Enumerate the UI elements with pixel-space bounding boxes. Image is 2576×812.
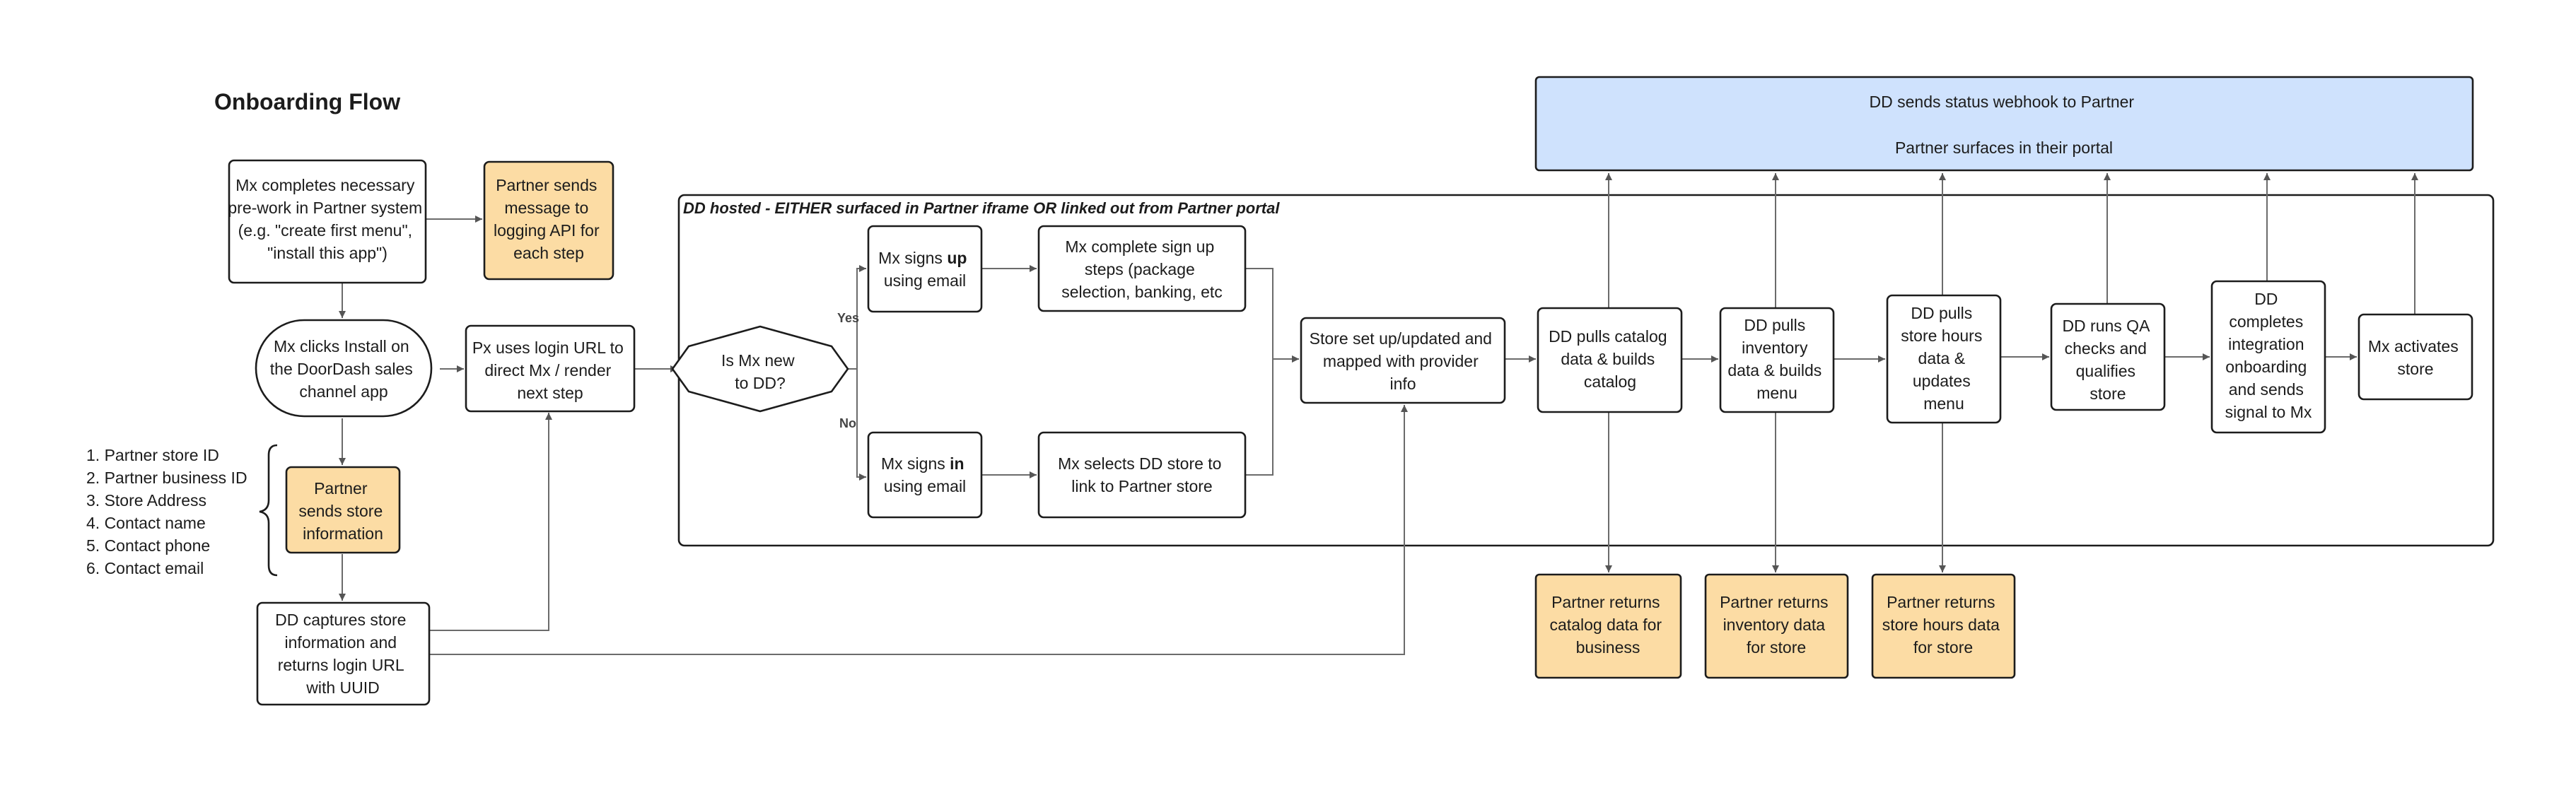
node-px-login: Px uses login URL to direct Mx / render … (465, 324, 636, 413)
node-dd-catalog: DD pulls catalog data & builds catalog (1537, 307, 1683, 413)
node-partner-hours-text: Partner returns store hours data for sto… (1882, 593, 2005, 657)
node-partner-store-info-text: Partner sends store information (298, 479, 387, 543)
node-webhook: DD sends status webhook to Partner Partn… (1534, 76, 2474, 172)
node-store-setup-text: Store set up/updated and mapped with pro… (1310, 329, 1497, 393)
store-field-item: 2. Partner business ID (86, 469, 247, 487)
node-mx-signs-up-text: Mx signs up using email (878, 249, 972, 290)
node-partner-logging-text: Partner sends message to logging API for… (494, 176, 604, 262)
node-mx-prework: Mx completes necessary pre-work in Partn… (228, 159, 427, 284)
dd-hosted-container-title: DD hosted - EITHER surfaced in Partner i… (683, 199, 1280, 217)
node-signup-steps: Mx complete sign up steps (package selec… (1037, 225, 1247, 312)
node-dd-inventory: DD pulls inventory data & builds menu (1719, 307, 1835, 413)
edge-select-to-setup (1245, 355, 1299, 476)
node-mx-activates-text: Mx activates store (2368, 337, 2463, 378)
node-selects-store: Mx selects DD store to link to Partner s… (1037, 431, 1247, 519)
node-mx-install-text: Mx clicks Install on the DoorDash sales … (270, 337, 417, 401)
store-fields-brace (259, 444, 278, 577)
edge-label-no: No (839, 416, 856, 430)
node-partner-catalog-text: Partner returns catalog data for busines… (1550, 593, 1667, 657)
node-signup-steps-text: Mx complete sign up steps (package selec… (1061, 237, 1223, 301)
node-mx-signs-in-text: Mx signs in using email (881, 454, 969, 495)
node-store-setup: Store set up/updated and mapped with pro… (1300, 317, 1506, 404)
edge-decision-no (848, 368, 866, 481)
node-dd-integration: DD completes integration onboarding and … (2210, 280, 2326, 434)
edge-capture-to-store-setup (429, 405, 1408, 655)
store-field-item: 4. Contact name (86, 514, 206, 532)
node-dd-captures: DD captures store information and return… (256, 601, 431, 706)
node-webhook-text: DD sends status webhook to Partner Partn… (1870, 93, 2139, 157)
node-selects-store-text: Mx selects DD store to link to Partner s… (1058, 454, 1226, 495)
node-mx-activates: Mx activates store (2358, 313, 2473, 401)
node-partner-logging: Partner sends message to logging API for… (483, 160, 614, 281)
node-partner-inventory-text: Partner returns inventory data for store (1720, 593, 1833, 657)
edge-capture-to-login (429, 413, 552, 631)
node-px-login-text: Px uses login URL to direct Mx / render … (472, 339, 628, 402)
node-decision-new-to-dd: Is Mx new to DD? (671, 325, 849, 413)
node-decision-text: Is Mx new to DD? (721, 351, 799, 392)
node-partner-catalog: Partner returns catalog data for busines… (1534, 573, 1682, 679)
node-partner-hours: Partner returns store hours data for sto… (1871, 573, 2016, 679)
store-field-item: 3. Store Address (86, 491, 206, 510)
page-title: Onboarding Flow (214, 89, 400, 114)
node-partner-inventory: Partner returns inventory data for store (1704, 573, 1849, 679)
node-mx-signs-up: Mx signs up using email (867, 225, 983, 313)
store-field-item: 1. Partner store ID (86, 446, 219, 464)
store-field-item: 5. Contact phone (86, 536, 210, 555)
edges (284, 173, 2418, 655)
node-mx-signs-in: Mx signs in using email (867, 431, 983, 519)
store-fields-list: 1. Partner store ID 2. Partner business … (86, 446, 247, 577)
node-mx-install: Mx clicks Install on the DoorDash sales … (255, 319, 433, 418)
edge-label-yes: Yes (837, 311, 859, 325)
edge-steps-to-setup (1245, 268, 1299, 363)
node-dd-catalog-text: DD pulls catalog data & builds catalog (1549, 327, 1672, 391)
node-mx-prework-text: Mx completes necessary pre-work in Partn… (228, 176, 426, 262)
node-dd-qa: DD runs QA checks and qualifies store (2050, 302, 2166, 411)
node-partner-store-info: Partner sends store information (285, 466, 401, 554)
node-dd-qa-text: DD runs QA checks and qualifies store (2062, 317, 2153, 403)
node-dd-hours: DD pulls store hours data & updates menu (1886, 294, 2002, 424)
node-dd-captures-text: DD captures store information and return… (275, 611, 411, 697)
store-field-item: 6. Contact email (86, 559, 204, 577)
node-dd-inventory-text: DD pulls inventory data & builds menu (1727, 316, 1826, 402)
node-dd-hours-text: DD pulls store hours data & updates menu (1901, 304, 1986, 413)
node-dd-integration-text: DD completes integration onboarding and … (2225, 290, 2312, 421)
